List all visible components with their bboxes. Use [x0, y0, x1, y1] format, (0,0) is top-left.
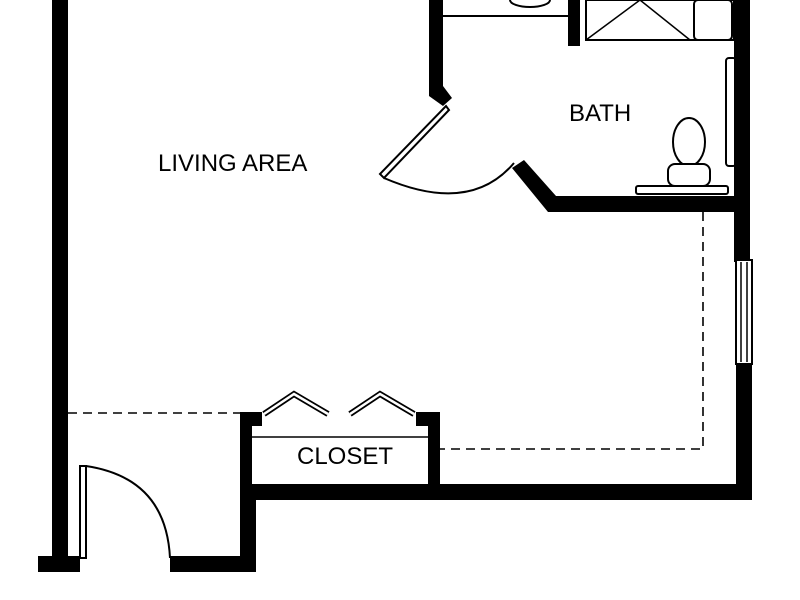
shower	[585, 0, 737, 167]
window	[735, 259, 753, 365]
closet-bifold-door-right[interactable]	[348, 390, 416, 417]
toilet-icon	[635, 117, 729, 195]
entry-door[interactable]	[79, 465, 171, 559]
label-bath: BATH	[569, 100, 631, 127]
entry-wall-base	[170, 556, 256, 572]
closet-bifold-door-left[interactable]	[262, 390, 330, 417]
label-living-area: LIVING AREA	[158, 150, 307, 177]
bath-wall-top	[568, 0, 580, 46]
dashed-line-right	[437, 212, 704, 450]
closet	[240, 412, 440, 490]
label-closet: CLOSET	[297, 443, 393, 470]
east-wall-upper	[734, 0, 750, 262]
bath-west-wall	[429, 0, 452, 106]
bath-door[interactable]	[378, 104, 515, 195]
east-wall-lower	[736, 362, 752, 500]
west-wall	[52, 0, 68, 560]
bath-south-wall	[512, 160, 736, 212]
sink	[443, 0, 568, 17]
west-wall-base	[38, 556, 80, 572]
south-wall	[240, 484, 752, 500]
entry-east-wall	[240, 486, 256, 572]
